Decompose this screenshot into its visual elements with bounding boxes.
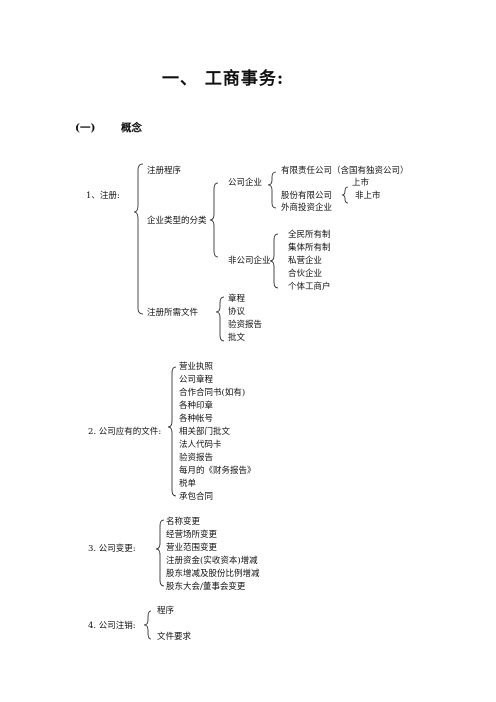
brace-company-docs [167,366,177,497]
section-number: (一) [75,122,96,134]
section-title: 概念 [121,122,142,134]
company-enterprise: 公司企业 [228,178,263,188]
list-item: 股东增减及股份比例增减 [166,569,260,579]
brace-joint-stock [341,186,349,204]
list-item: 合伙企业 [288,269,323,279]
company-change-label: 3. 公司变更: [88,544,136,554]
registration-documents-label: 注册所需文件 [147,308,199,318]
list-item: 营业范围变更 [166,543,218,553]
list-item: 个体工商户 [288,282,331,292]
list-item: 名称变更 [166,517,201,527]
brace-company [267,171,277,209]
list-item: 各种印章 [179,401,214,411]
list-item: 验资报告 [228,320,263,330]
list-item: 法人代码卡 [179,440,222,450]
list-item: 税单 [179,479,197,489]
list-item: 注册资金(实收资本)增减 [166,556,258,566]
brace-registration [133,163,144,315]
list-item: 每月的《财务报告》 [179,466,256,476]
list-item: 经营场所变更 [166,530,218,540]
limited-liability-company: 有限责任公司（含国有独资公司） [281,166,409,176]
company-documents-label: 2. 公司应有的文件: [88,427,162,437]
list-item: 集体所有制 [288,243,331,253]
list-item: 各种帐号 [179,414,214,424]
company-deregistration-label: 4. 公司注销: [88,621,136,631]
registration-label: 1、注册: [86,191,120,201]
brace-noncompany [269,233,279,289]
list-item: 验资报告 [179,453,214,463]
brace-docs [215,296,225,342]
page-title: 一、 工商事务: [162,69,285,89]
list-item: 公司章程 [179,375,214,385]
list-item: 文件要求 [157,632,192,642]
list-item: 合作合同书(如有) [179,388,246,398]
non-company-enterprise: 非公司企业 [228,256,271,266]
listed: 上市 [352,178,370,188]
list-item: 全民所有制 [288,230,331,240]
registration-procedure: 注册程序 [147,166,182,176]
list-item: 承包合同 [179,492,214,502]
list-item: 股东大会/董事会变更 [166,582,246,592]
brace-company-change [155,519,165,587]
list-item: 协议 [228,307,246,317]
brace-deregistration [143,610,152,640]
list-item: 营业执照 [179,362,214,372]
list-item: 章程 [228,294,246,304]
list-item: 批文 [228,333,246,343]
foreign-invested-enterprise: 外商投资企业 [281,203,333,213]
list-item: 私营企业 [288,256,323,266]
list-item: 相关部门批文 [179,427,231,437]
brace-enterprise-types [209,182,219,258]
enterprise-type-classification: 企业类型的分类 [147,216,207,226]
list-item: 程序 [157,606,175,616]
unlisted: 非上市 [355,191,381,201]
joint-stock-company: 股份有限公司 [281,191,333,201]
